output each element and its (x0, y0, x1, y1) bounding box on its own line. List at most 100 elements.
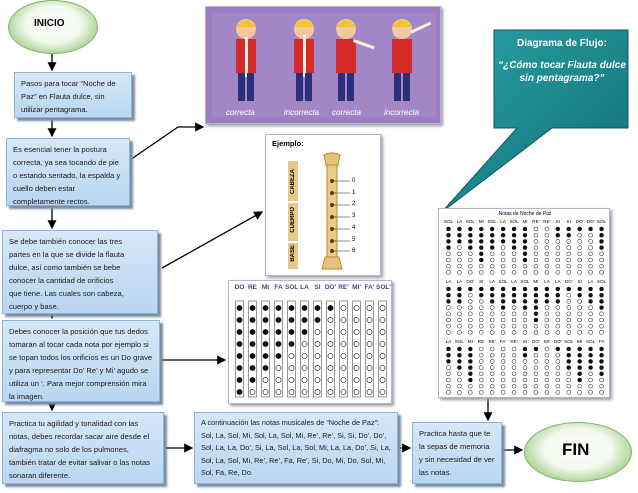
song-hole (511, 263, 517, 269)
finger-hole (249, 329, 256, 335)
finger-hole (353, 365, 360, 371)
song-note-label: SI (479, 279, 484, 284)
song-hole (500, 371, 506, 377)
fingering-tube (339, 300, 348, 398)
song-hole (522, 226, 528, 232)
song-hole (457, 299, 462, 304)
finger-hole (275, 329, 282, 335)
fingering-note-label: LA (300, 284, 309, 291)
finger-hole (366, 317, 373, 323)
finger-hole (379, 305, 386, 311)
song-hole (500, 245, 506, 250)
song-hole (588, 317, 593, 323)
song-hole (511, 365, 517, 370)
step-1-text: Pasos para tocar “Noche de Paz” en Flaut… (21, 79, 116, 114)
song-chart-title: Notas de Noche de Paz (498, 211, 552, 217)
song-row-diagram (446, 286, 604, 335)
song-hole (533, 292, 539, 298)
caption-4: incorrecta (384, 108, 420, 117)
fingering-note-label: SOL' (376, 284, 391, 291)
song-hole (479, 292, 484, 298)
finger-hole (340, 341, 347, 347)
song-hole (522, 346, 528, 352)
song-note-label: LA (456, 219, 463, 224)
step-6-box: A continuación las notas musicales de “N… (194, 412, 398, 484)
song-hole (446, 226, 451, 232)
song-hole (511, 286, 517, 292)
song-hole (599, 239, 604, 244)
step-2-box: Es esencial tener la postura correcta, y… (6, 138, 130, 206)
finger-hole (249, 365, 256, 371)
finger-hole (288, 329, 295, 335)
song-hole (577, 270, 582, 275)
song-hole (468, 292, 473, 298)
song-hole (457, 317, 462, 323)
step-4-box: Debes conocer la posición que tus dedos … (2, 320, 160, 402)
end-oval (524, 422, 632, 482)
song-note-label: SI (577, 279, 582, 284)
song-hole (566, 352, 571, 358)
song-hole (446, 371, 451, 377)
song-hole (566, 257, 571, 263)
song-hole (446, 239, 451, 244)
song-hole (566, 359, 571, 364)
song-hole (588, 239, 593, 244)
fingering-tube (313, 300, 322, 398)
step-3-box: Se debe también conocer las tres partes … (2, 230, 158, 314)
fingering-tube (274, 300, 283, 398)
song-hole (511, 323, 517, 329)
song-hole (479, 251, 484, 257)
song-hole (522, 292, 528, 298)
song-note-label: LA (544, 279, 550, 284)
song-hole (479, 299, 484, 304)
song-hole (577, 257, 582, 263)
fingering-note-label: DO' (324, 284, 337, 291)
song-hole (446, 311, 451, 317)
song-row-diagram (446, 346, 604, 395)
song-hole (468, 311, 473, 317)
song-hole (489, 239, 495, 244)
song-hole (457, 323, 462, 329)
song-hole (555, 323, 561, 329)
song-hole (479, 377, 484, 383)
song-hole (457, 359, 462, 364)
song-hole (533, 383, 539, 389)
song-hole (468, 270, 473, 275)
song-hole (522, 371, 528, 377)
song-hole (588, 263, 593, 269)
hole-numbers: 0 1 2 3 4 5 6 (352, 176, 355, 258)
finger-hole (340, 353, 347, 359)
finger-hole (327, 341, 334, 347)
song-hole (489, 299, 495, 304)
song-hole (544, 323, 550, 329)
song-hole (533, 346, 539, 352)
song-hole (577, 359, 582, 364)
step-1-box: Pasos para tocar “Noche de Paz” en Flaut… (14, 72, 132, 118)
song-hole (479, 383, 484, 389)
song-note-label: FA' (499, 339, 507, 344)
song-hole (457, 239, 462, 244)
song-hole (533, 317, 539, 323)
song-hole (468, 377, 473, 383)
song-hole (479, 330, 484, 335)
song-hole (588, 232, 593, 238)
song-hole (511, 239, 517, 244)
finger-hole (379, 365, 386, 371)
song-hole (457, 245, 462, 250)
song-hole (533, 305, 539, 310)
fingering-note-label: MI' (352, 284, 361, 291)
song-hole (599, 377, 604, 383)
song-hole (457, 390, 462, 395)
song-note-label: MI' (543, 339, 550, 344)
song-hole (544, 270, 550, 275)
song-hole (599, 245, 604, 250)
song-note-label: RE' (543, 219, 551, 224)
callout-title: Diagrama de Flujo: (516, 38, 607, 49)
song-hole (500, 330, 506, 335)
finger-hole (275, 317, 282, 323)
song-hole (533, 263, 539, 269)
finger-hole (275, 341, 282, 347)
song-hole (457, 286, 462, 292)
song-hole (446, 317, 451, 323)
